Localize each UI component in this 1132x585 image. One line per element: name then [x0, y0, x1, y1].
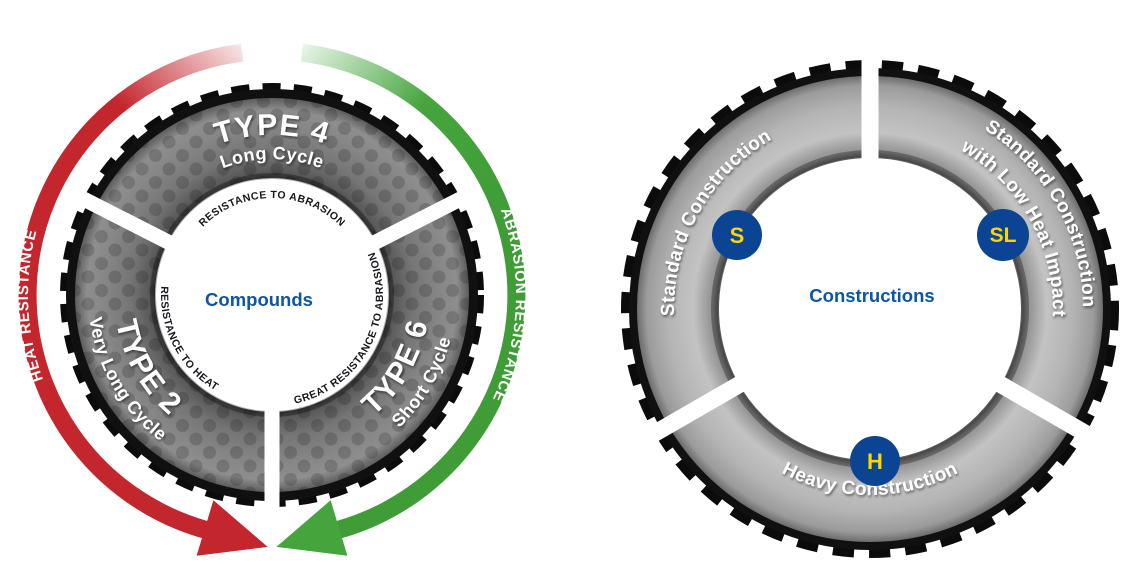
tire-inner-edge: [711, 150, 1029, 468]
divider-upper-right: [357, 186, 476, 257]
heat-arrow-head: [196, 500, 268, 556]
constructions-diagram: Standard Construction Standard Construct…: [621, 47, 1119, 558]
divider-lower-right: [986, 371, 1102, 448]
badge-circle: [977, 209, 1029, 261]
segment-dividers: [638, 47, 1102, 448]
abrasion-arrow-head: [276, 500, 348, 556]
divider-lower-left: [638, 371, 754, 448]
tire-tread-knobs: [621, 60, 1119, 558]
badge-standard: S: [712, 210, 762, 260]
divider-upper-left: [68, 186, 187, 257]
badge-letter: H: [867, 449, 883, 474]
compounds-title: Compounds: [205, 289, 313, 310]
badge-circle: [712, 210, 762, 260]
compounds-tire: [60, 83, 484, 525]
constructions-tire: [621, 47, 1119, 558]
segment-dividers: [68, 186, 476, 525]
abrasion-arc: [300, 43, 526, 539]
constructions-title: Constructions: [809, 285, 934, 306]
heat-arc: [18, 43, 244, 539]
note-resistance-to-abrasion: RESISTANCE TO ABRASION: [197, 189, 348, 229]
badge-circle: [850, 436, 900, 486]
compounds-diagram: TYPE 4 Long Cycle TYPE 2 Very Long Cycle…: [15, 43, 528, 556]
construction-badges: S SL H: [712, 209, 1029, 486]
badge-letter: S: [730, 223, 745, 248]
badge-letter: SL: [990, 224, 1017, 247]
badge-heavy: H: [850, 436, 900, 486]
badge-standard-low-heat: SL: [977, 209, 1029, 261]
